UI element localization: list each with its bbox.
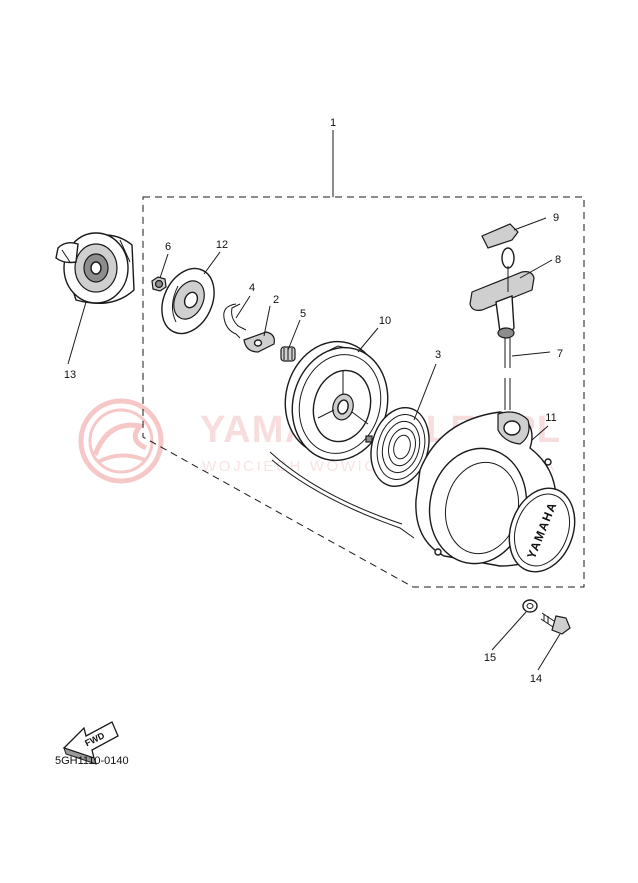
part-7-starter-rope [269,338,511,539]
watermark-logo-icon [78,398,164,484]
part-11-starter-case [415,411,557,567]
leader-lines [67,130,561,671]
callout-2: 2 [273,294,279,306]
part-8-starter-handle [469,247,535,339]
part-6-nut [151,276,167,292]
callout-5: 5 [300,308,306,320]
part-2-pawl [243,331,275,353]
callout-1: 1 [330,117,336,129]
callout-labels: 1 2 3 4 5 6 7 8 9 10 11 12 13 14 15 [64,117,563,685]
part-3-spiral-spring [365,406,430,488]
callout-3: 3 [435,349,441,361]
part-13-starter-cup [55,232,135,305]
part-4-clip-spring [223,303,247,339]
callout-11: 11 [545,412,556,424]
callout-13: 13 [64,369,76,381]
callout-6: 6 [165,241,171,253]
callout-15: 15 [484,652,496,664]
part-15-washer [522,599,538,613]
callout-9: 9 [553,212,559,224]
callout-12: 12 [216,239,228,251]
part-12-drive-plate [161,267,215,335]
part-9-handle-cap [481,223,519,249]
part-10-sheave-drum [284,340,389,462]
assembly-outline [142,196,585,588]
part-5-spring [280,346,296,362]
callout-8: 8 [555,254,561,266]
callout-7: 7 [557,348,563,360]
yamaha-emblem: YAMAHA [508,487,576,573]
part-14-bolt [540,612,571,635]
diagram-code: 5GH1110-0140 [55,755,129,767]
callout-14: 14 [530,673,542,685]
fwd-arrow-icon: FWD [62,721,119,765]
callout-4: 4 [249,282,255,294]
callout-10: 10 [379,315,391,327]
